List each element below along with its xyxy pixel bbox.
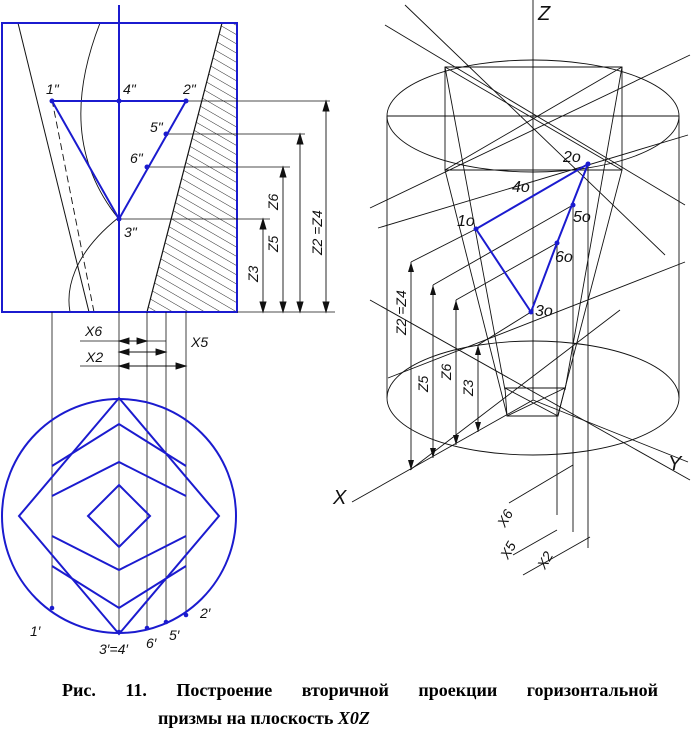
technical-drawing: Z3 Z5 Z6 Z2 =Z4 1" 4" 2" 5" 6" 3" X6 X2 …	[1, 0, 691, 657]
top-point-1: 1′	[30, 623, 42, 639]
front-point-6: 6"	[130, 150, 144, 166]
dim-z6-axon: Z6	[438, 363, 454, 381]
dim-z3-front: Z3	[245, 265, 261, 283]
dim-z2-z4-front: Z2 =Z4	[309, 210, 325, 256]
axon-arrows	[408, 262, 481, 470]
dim-x5-top: X5	[190, 334, 208, 350]
dim-x2-top: X2	[85, 349, 103, 365]
caption-text: призмы на плоскость	[158, 708, 334, 728]
x-dimensions	[117, 337, 188, 370]
caption-word: горизонтальной	[526, 680, 658, 700]
caption-word: Рис.	[62, 680, 96, 700]
top-point-6: 6′	[146, 635, 158, 651]
axis-z: Z	[537, 3, 551, 25]
top-point-3-4: 3′=4′	[99, 641, 129, 657]
dim-z6-front: Z6	[265, 193, 281, 211]
axonometric-view	[351, 0, 691, 576]
axon-point-6: 6o	[555, 249, 573, 266]
axis-y: Y	[668, 453, 683, 475]
top-point-2: 2′	[199, 605, 212, 621]
top-point-5: 5′	[169, 627, 181, 643]
axon-point-3: 3o	[535, 303, 553, 320]
front-point-5: 5"	[150, 119, 164, 135]
caption-word: вторичной	[301, 680, 389, 700]
front-point-2: 2"	[182, 81, 197, 97]
dim-x6-top: X6	[84, 323, 102, 339]
axon-point-1: 1o	[457, 213, 475, 230]
projection-lines	[51, 312, 187, 632]
caption-word: проекции	[418, 680, 498, 700]
front-view: Z3 Z5 Z6 Z2 =Z4 1" 4" 2" 5" 6" 3"	[1, 5, 335, 314]
dim-z3-axon: Z3	[460, 379, 476, 397]
dim-z5-front: Z5	[265, 235, 281, 253]
caption-word: 11.	[125, 680, 147, 700]
axon-figure	[473, 161, 591, 315]
axis-x: X	[332, 487, 347, 509]
caption-line-2: призмы на плоскость X0Z	[158, 708, 370, 729]
dim-z2-z4-axon: Z2 =Z4	[393, 290, 409, 336]
top-view: 1′ 3′=4′ 6′ 5′ 2′	[1, 396, 237, 657]
front-point-4: 4"	[123, 81, 137, 97]
hatched-section	[147, 23, 237, 312]
caption-line-1: Рис. 11. Построение вторичной проекции г…	[62, 680, 658, 701]
dim-x5-axon: X5	[496, 538, 519, 562]
caption-word: Построение	[176, 680, 273, 700]
axon-point-2: 2o	[562, 149, 581, 166]
front-point-3: 3"	[124, 224, 138, 240]
dim-x6-axon: X6	[493, 506, 516, 530]
dim-x2-axon: X2	[533, 548, 556, 572]
axon-point-4: 4o	[512, 179, 530, 196]
axon-point-5: 5o	[573, 209, 591, 226]
caption-plane: X0Z	[337, 708, 370, 728]
dim-z5-axon: Z5	[415, 375, 431, 393]
front-point-1: 1"	[46, 81, 60, 97]
